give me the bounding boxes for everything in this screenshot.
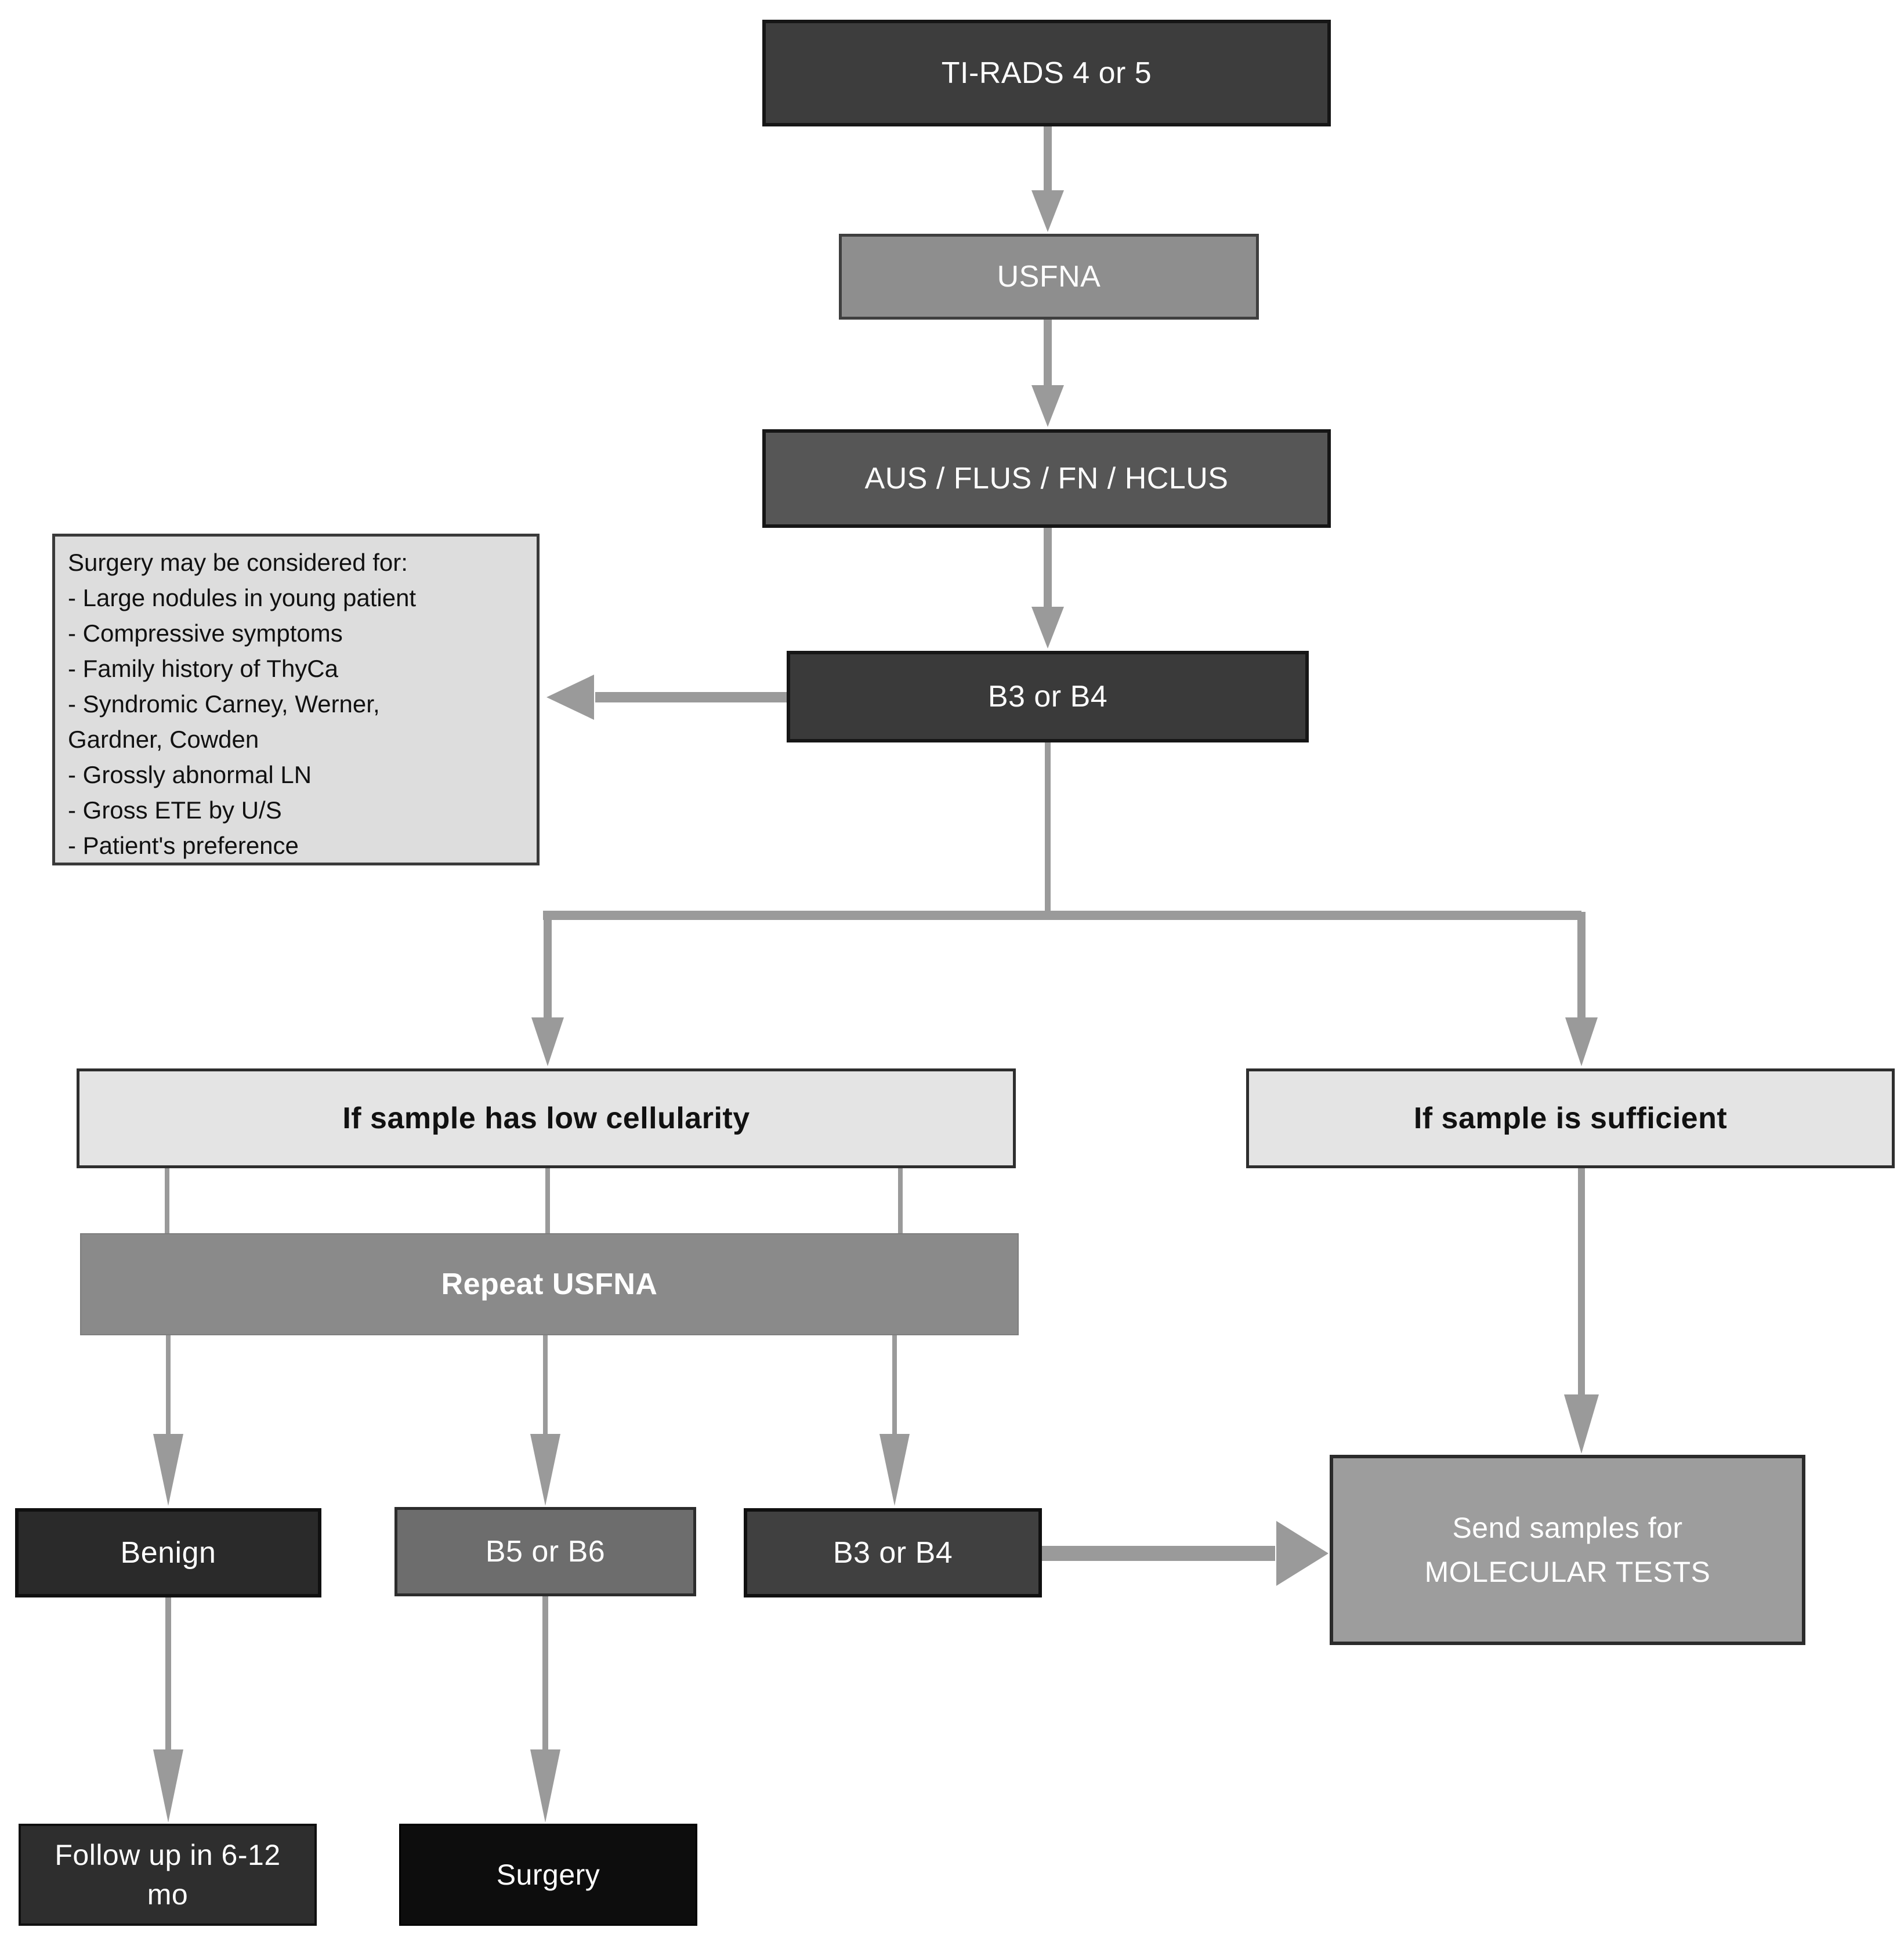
arrowhead-b5b6-to-surgery	[530, 1749, 560, 1823]
arrowhead-repeat-to-b5b6	[530, 1434, 560, 1506]
node-surgery: Surgery	[399, 1824, 697, 1926]
arrowhead-repeat-to-b3b4	[879, 1434, 910, 1506]
surgery-considerations-note: Surgery may be considered for: - Large n…	[52, 534, 540, 865]
node-followup-line1: Follow up in 6-12	[55, 1839, 281, 1871]
surgery-note-line: - Family history of ThyCa	[68, 655, 338, 682]
node-aus-label: AUS / FLUS / FN / HCLUS	[864, 462, 1229, 495]
node-tirads: TI-RADS 4 or 5	[762, 20, 1331, 126]
node-sample-sufficient: If sample is sufficient	[1246, 1068, 1895, 1168]
node-molecular-tests: Send samples for MOLECULAR TESTS	[1330, 1455, 1805, 1645]
arrowhead-usfna-to-aus	[1031, 385, 1064, 427]
arrowhead-tirads-to-usfna	[1031, 190, 1064, 232]
node-b5b6-label: B5 or B6	[485, 1535, 606, 1568]
node-usfna: USFNA	[839, 234, 1259, 320]
node-surgery-label: Surgery	[496, 1859, 600, 1891]
node-molecular-line2: MOLECULAR TESTS	[1424, 1556, 1711, 1588]
node-benign-label: Benign	[120, 1536, 216, 1570]
surgery-note-line: - Patient's preference	[68, 832, 299, 859]
arrowhead-b3b4-to-molecular	[1276, 1521, 1329, 1586]
node-molecular-line1: Send samples for	[1452, 1512, 1683, 1544]
node-sufficient-label: If sample is sufficient	[1413, 1102, 1728, 1135]
arrowhead-sufficient-to-molecular	[1564, 1394, 1599, 1454]
node-usfna-label: USFNA	[997, 260, 1101, 294]
node-low-cellularity: If sample has low cellularity	[77, 1068, 1016, 1168]
surgery-note-line: - Gross ETE by U/S	[68, 796, 282, 824]
node-b5-or-b6: B5 or B6	[394, 1507, 696, 1596]
arrowhead-repeat-to-benign	[153, 1434, 183, 1506]
node-b3b4-repeat-label: B3 or B4	[832, 1536, 953, 1570]
node-tirads-label: TI-RADS 4 or 5	[941, 56, 1152, 90]
surgery-note-line: - Compressive symptoms	[68, 620, 343, 647]
arrowhead-b3b4-to-note	[546, 675, 594, 720]
node-low-cell-label: If sample has low cellularity	[342, 1102, 750, 1135]
node-b3-or-b4: B3 or B4	[787, 651, 1309, 742]
arrowhead-split-to-lowcell	[531, 1017, 564, 1066]
arrowhead-split-to-sufficient	[1565, 1017, 1598, 1066]
node-repeat-usfna: Repeat USFNA	[80, 1233, 1019, 1335]
node-followup-line2: mo	[147, 1878, 189, 1911]
node-follow-up: Follow up in 6-12 mo	[19, 1824, 317, 1926]
surgery-note-title: Surgery may be considered for:	[68, 549, 408, 576]
surgery-note-line: - Grossly abnormal LN	[68, 761, 312, 788]
surgery-note-line: - Large nodules in young patient	[68, 584, 417, 611]
surgery-note-line: Gardner, Cowden	[68, 726, 259, 753]
node-repeat-label: Repeat USFNA	[441, 1267, 658, 1301]
arrowhead-aus-to-b3b4	[1031, 607, 1064, 649]
node-aus-flus-fn-hclus: AUS / FLUS / FN / HCLUS	[762, 429, 1331, 528]
surgery-note-line: - Syndromic Carney, Werner,	[68, 690, 380, 718]
node-b3b4-label: B3 or B4	[987, 680, 1108, 713]
arrowhead-benign-to-followup	[153, 1749, 183, 1823]
node-benign: Benign	[15, 1508, 321, 1597]
node-b3-or-b4-repeat: B3 or B4	[744, 1508, 1042, 1597]
